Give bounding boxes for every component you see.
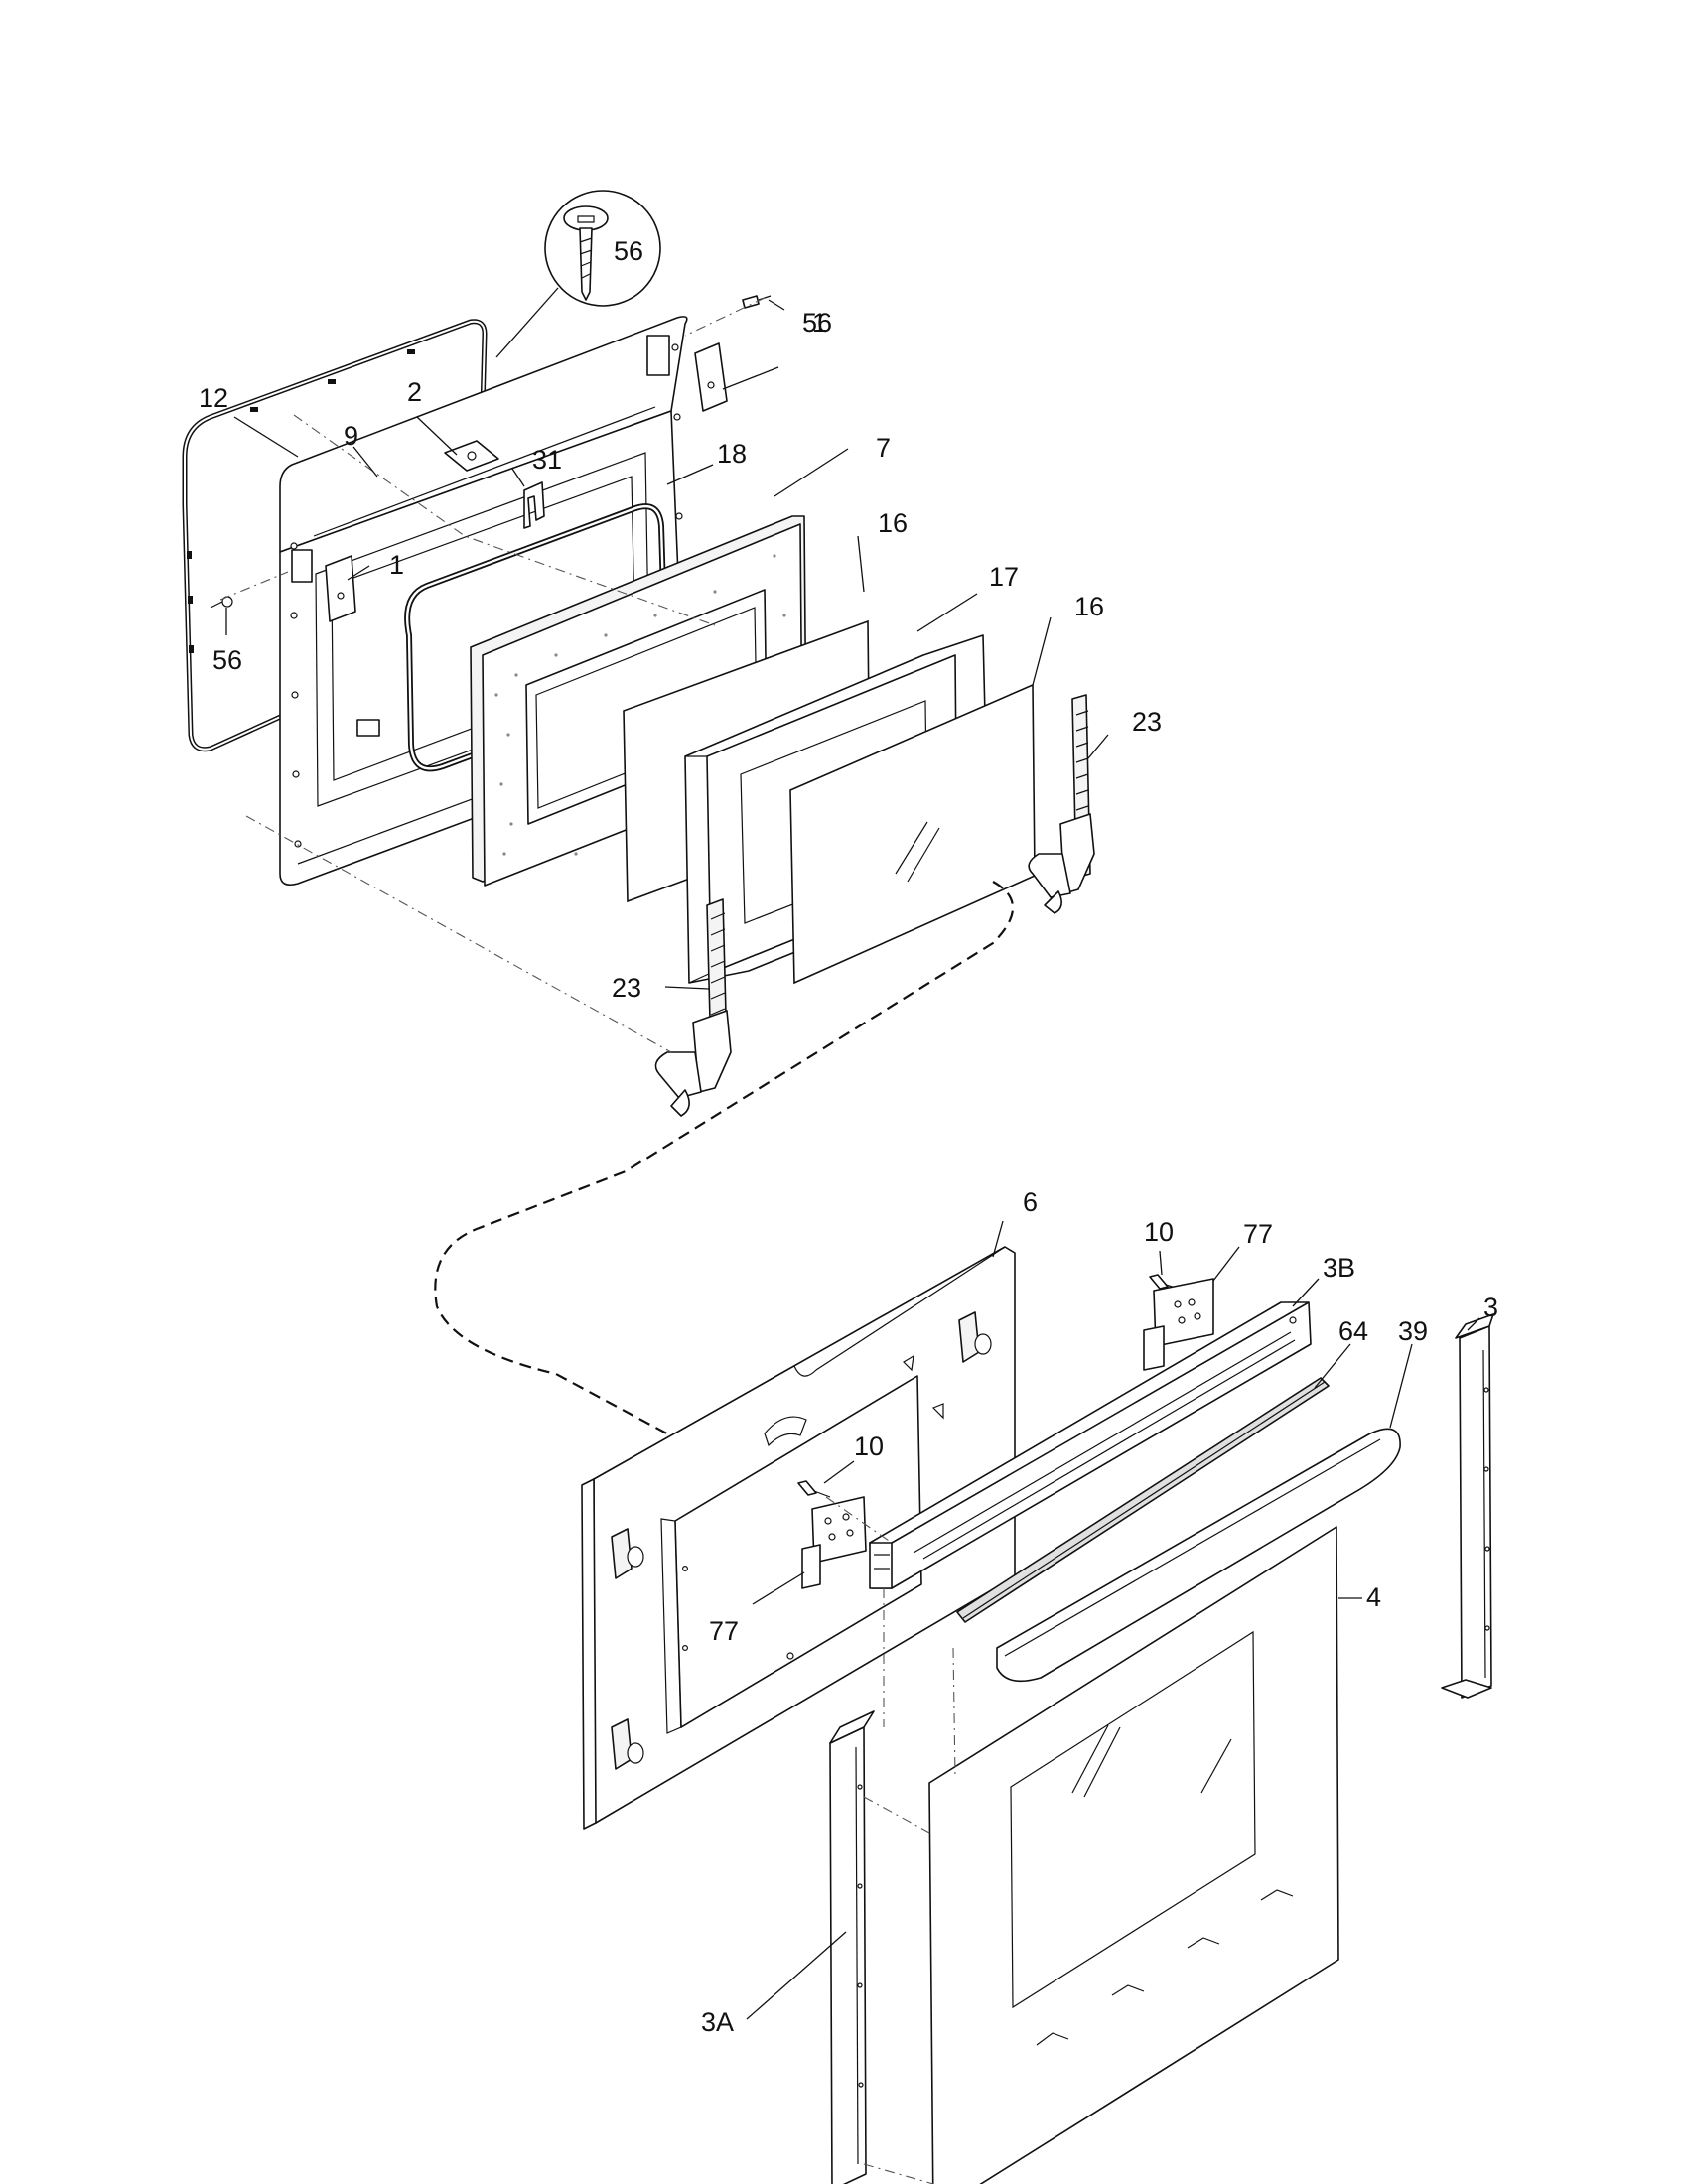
part-64-seal-strip — [956, 1377, 1330, 1623]
leader-lines — [225, 299, 1480, 2020]
callout-56-left: 56 — [212, 645, 242, 675]
callout-18: 18 — [717, 439, 747, 469]
callout-3: 3 — [1483, 1293, 1498, 1322]
callout-12: 12 — [199, 383, 228, 413]
callout-3B: 3B — [1323, 1253, 1355, 1283]
callout-6: 6 — [1023, 1187, 1038, 1217]
part-77-hinge-bracket-top — [1143, 1278, 1214, 1371]
callout-1-left: 1 — [389, 550, 404, 580]
callout-23-left: 23 — [612, 973, 641, 1003]
part-39-handle — [996, 1428, 1401, 1683]
callout-64: 64 — [1338, 1316, 1368, 1346]
callout-7: 7 — [876, 433, 891, 463]
callout-31: 31 — [532, 445, 562, 475]
part-23-hinge-right — [1028, 694, 1095, 914]
callout-10-mid: 10 — [854, 1432, 884, 1461]
screw-56-left — [210, 596, 233, 609]
part-3a-side-trim-left — [829, 1710, 875, 2184]
callout-39: 39 — [1398, 1316, 1428, 1346]
callout-77-top: 77 — [1243, 1219, 1273, 1249]
part-2-bracket — [444, 440, 499, 472]
part-3b-vent-trim — [869, 1301, 1312, 1589]
callout-16-a: 16 — [878, 508, 908, 538]
upper-assembly-lines — [219, 297, 1015, 1530]
part-3-side-trim-right — [1441, 1313, 1494, 1699]
part-77-hinge-bracket-mid — [801, 1496, 867, 1589]
screw-10-mid — [797, 1480, 831, 1498]
callout-3A: 3A — [701, 2007, 734, 2037]
callout-4: 4 — [1366, 1582, 1381, 1612]
callout-labels: 56 56 — [614, 236, 832, 338]
callout-56-top: 56 — [802, 308, 832, 338]
callout-9: 9 — [344, 421, 358, 451]
callout-10-top: 10 — [1144, 1217, 1174, 1247]
callout-16-b: 16 — [1074, 592, 1104, 621]
part-23-hinge-left — [654, 898, 732, 1117]
zoom-detail-screw-56 — [495, 190, 661, 358]
part-4-outer-door — [928, 1526, 1339, 2184]
part-31-clip — [523, 481, 545, 529]
part-6-door-panel — [581, 1246, 1016, 1830]
part-1-hinge-receptacle-left — [325, 555, 356, 622]
callout-77-mid: 77 — [709, 1616, 739, 1646]
callout-56-zoom: 56 — [614, 236, 643, 266]
callout-2: 2 — [407, 377, 422, 407]
lower-assembly-lines — [825, 1496, 956, 2184]
callout-1-top: 1 — [812, 308, 827, 338]
part-1-hinge-receptacle-top — [694, 342, 728, 412]
callout-17: 17 — [989, 562, 1019, 592]
callout-23-right: 23 — [1132, 707, 1162, 737]
